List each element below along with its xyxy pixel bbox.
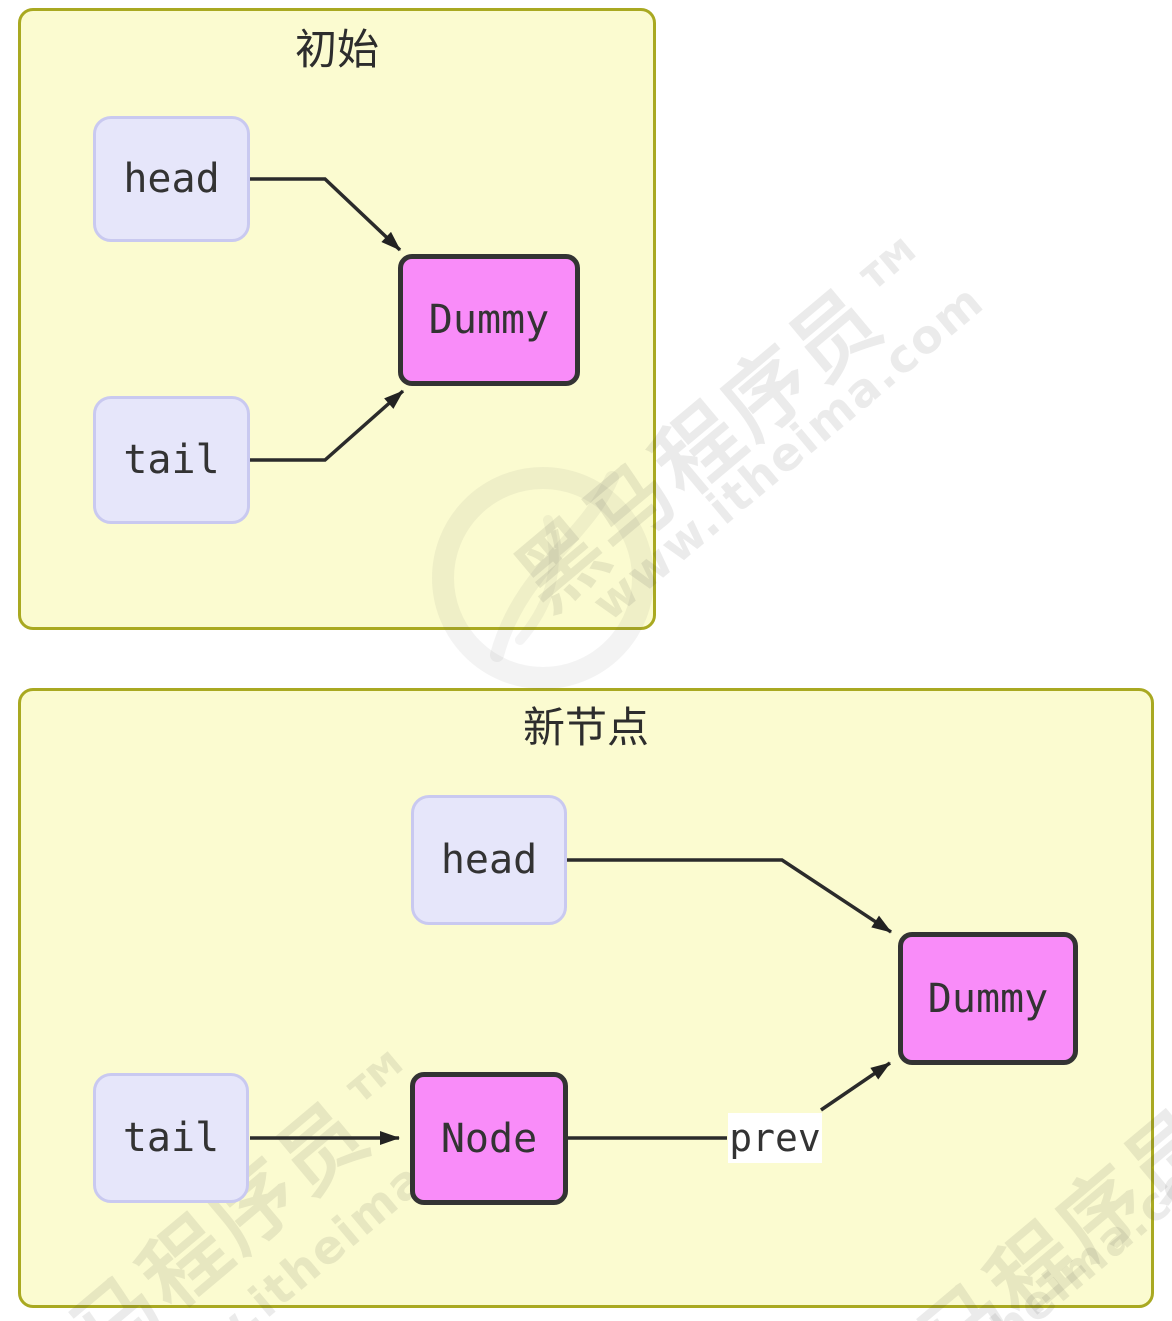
node-newnode-head: head xyxy=(411,795,567,925)
node-initial-tail: tail xyxy=(93,396,250,524)
node-initial-dummy: Dummy xyxy=(398,254,580,386)
edge-label-prev: prev xyxy=(728,1113,822,1163)
panel-new-node-title: 新节点 xyxy=(522,703,649,752)
panel-initial-title: 初始 xyxy=(294,25,379,74)
node-newnode-tail: tail xyxy=(93,1073,249,1203)
node-initial-head: head xyxy=(93,116,250,242)
node-newnode-dummy: Dummy xyxy=(898,932,1078,1065)
node-newnode-node: Node xyxy=(410,1072,568,1205)
